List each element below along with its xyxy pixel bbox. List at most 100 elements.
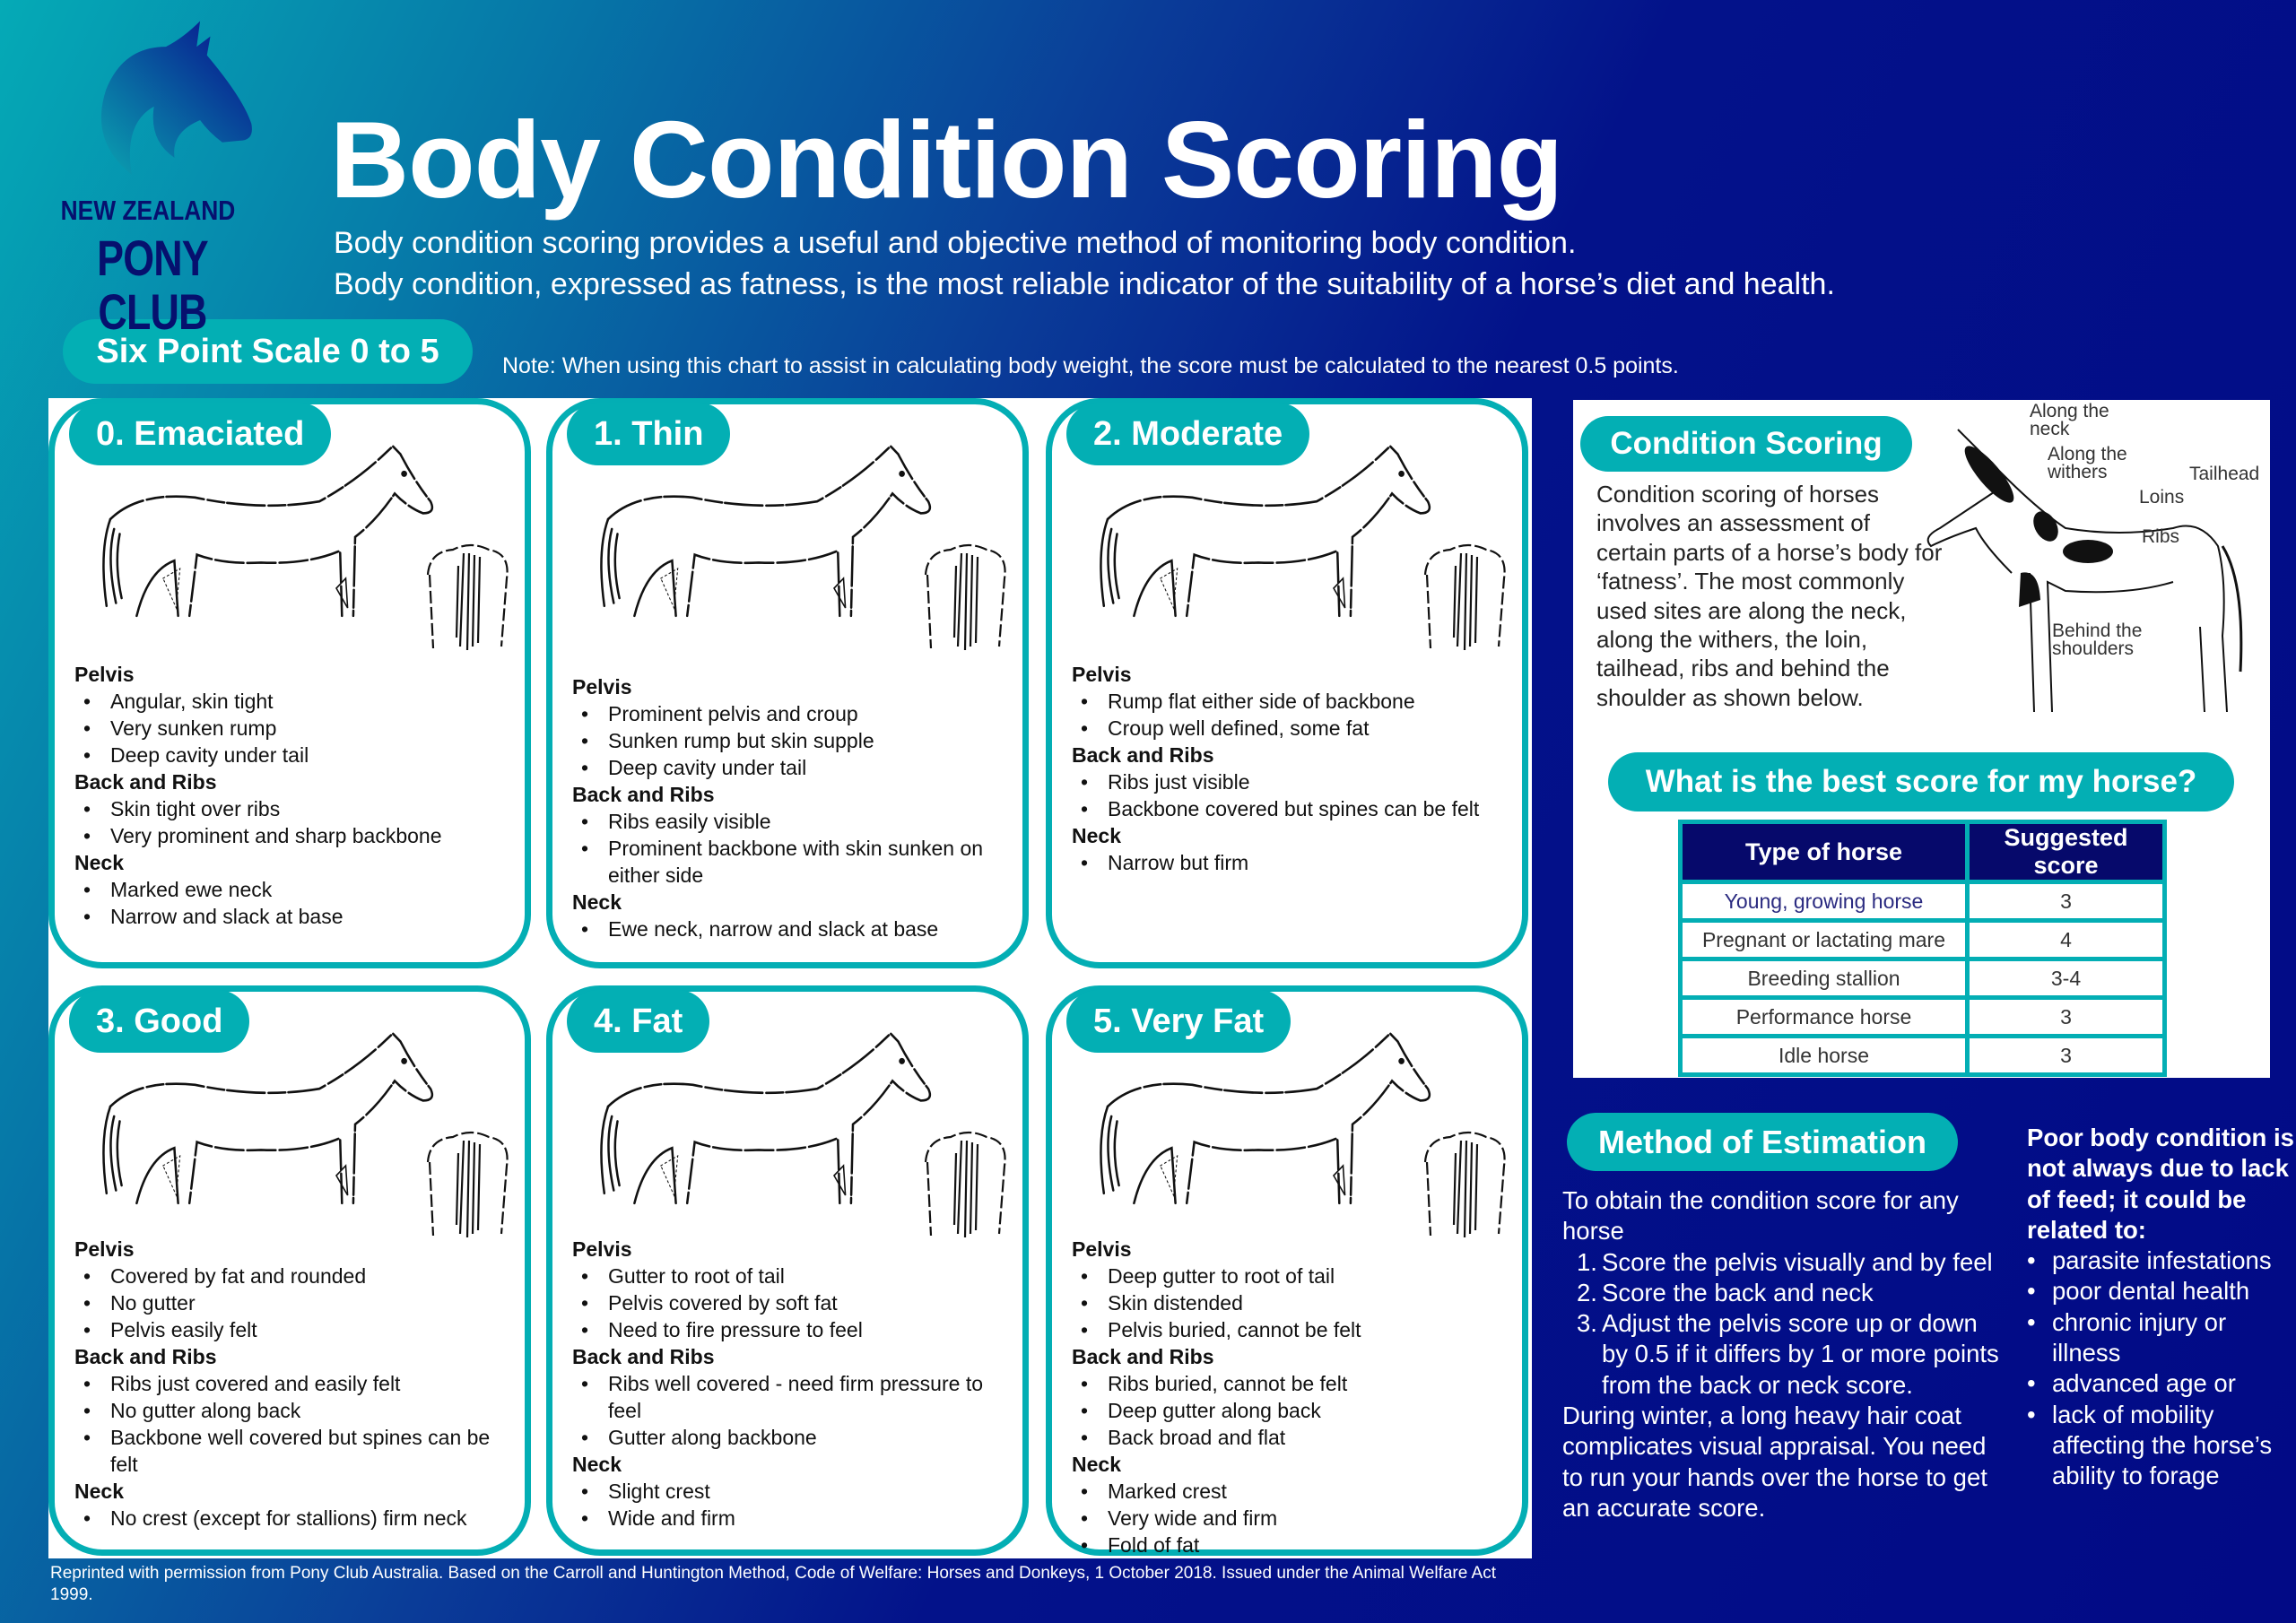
section-heading: Pelvis — [74, 1237, 135, 1261]
section-list: Marked crestVery wide and firmFold of fa… — [1072, 1478, 1506, 1558]
method-winter: During winter, a long heavy hair coat co… — [1562, 1402, 1987, 1522]
list-item: Deep gutter along back — [1072, 1397, 1506, 1424]
label-withers: Along the withers — [2048, 444, 2127, 482]
list-item: Fold of fat — [1072, 1532, 1506, 1558]
list-item: No crest (except for stallions) firm nec… — [74, 1505, 509, 1532]
score-card-details: PelvisRump flat either side of backboneC… — [1072, 661, 1506, 876]
list-item: Rump flat either side of backbone — [1072, 688, 1506, 715]
list-item: Very prominent and sharp backbone — [74, 822, 509, 849]
list-item: chronic injury or illness — [2027, 1307, 2296, 1369]
section-heading: Pelvis — [74, 663, 135, 686]
score-card: 2. ModeratePelvisRump flat either side o… — [1046, 398, 1528, 968]
label-ribs: Ribs — [2142, 526, 2180, 547]
list-item: Angular, skin tight — [74, 688, 509, 715]
scoring-sites-diagram: Along the neck Along the withers Loins T… — [1904, 401, 2272, 734]
score-card-title: 5. Very Fat — [1066, 990, 1292, 1053]
section-list: Ribs well covered - need firm pressure t… — [572, 1370, 1006, 1451]
list-item: Back broad and flat — [1072, 1424, 1506, 1451]
score-card: 3. GoodPelvisCovered by fat and roundedN… — [48, 985, 531, 1556]
score-card: 4. FatPelvisGutter to root of tailPelvis… — [546, 985, 1029, 1556]
logo-line-2: PONY CLUB — [97, 230, 209, 340]
section-list: Deep gutter to root of tailSkin distende… — [1072, 1263, 1506, 1343]
list-item: poor dental health — [2027, 1276, 2296, 1307]
section-heading: Pelvis — [1072, 1237, 1132, 1261]
section-list: Ribs just covered and easily feltNo gutt… — [74, 1370, 509, 1478]
method-step: 1.Score the pelvis visually and by feel — [1562, 1247, 2002, 1278]
list-item: Very wide and firm — [1072, 1505, 1506, 1532]
list-item: Ribs just visible — [1072, 768, 1506, 795]
method-text: To obtain the condition score for any ho… — [1562, 1185, 2002, 1523]
list-item: Marked crest — [1072, 1478, 1506, 1505]
horse-side-sketch-icon — [570, 1028, 947, 1225]
section-list: Skin tight over ribsVery prominent and s… — [74, 795, 509, 849]
horse-head-logo-icon — [100, 21, 252, 175]
list-item: Pelvis buried, cannot be felt — [1072, 1316, 1506, 1343]
section-heading: Pelvis — [572, 1237, 632, 1261]
section-heading: Neck — [74, 1480, 124, 1503]
list-item: No gutter — [74, 1289, 509, 1316]
list-item: Deep cavity under tail — [74, 742, 509, 768]
step-number: 3. — [1577, 1309, 1597, 1338]
footer-credit: Reprinted with permission from Pony Club… — [50, 1564, 1496, 1604]
score-card-title: 1. Thin — [567, 403, 731, 465]
horse-side-sketch-icon — [570, 440, 947, 638]
method-step: 2.Score the back and neck — [1562, 1278, 2002, 1308]
list-item: parasite infestations — [2027, 1245, 2296, 1277]
list-item: Ribs just covered and easily felt — [74, 1370, 509, 1397]
section-list: Ribs buried, cannot be feltDeep gutter a… — [1072, 1370, 1506, 1451]
score-card-title: 2. Moderate — [1066, 403, 1310, 465]
step-text: Score the back and neck — [1602, 1278, 1874, 1306]
step-number: 2. — [1577, 1278, 1597, 1306]
condition-scoring-text: Condition scoring of horses involves an … — [1596, 481, 1943, 711]
poor-condition: Poor body condition is not always due to… — [2027, 1123, 2296, 1492]
horse-side-sketch-icon — [73, 1028, 449, 1225]
list-item: No gutter along back — [74, 1397, 509, 1424]
note-text: Note: When using this chart to assist in… — [502, 353, 1679, 378]
section-list: Prominent pelvis and croupSunken rump bu… — [572, 700, 1006, 781]
list-item: Slight crest — [572, 1478, 1006, 1505]
best-score-title: What is the best score for my horse? — [1608, 752, 2234, 812]
section-list: Ribs easily visibleProminent backbone wi… — [572, 808, 1006, 889]
cell-score: 3-4 — [1970, 961, 2162, 995]
horse-side-sketch-icon — [1070, 440, 1447, 638]
header-type: Type of horse — [1683, 824, 1965, 880]
cell-score: 3 — [1970, 1000, 2162, 1034]
section-heading: Back and Ribs — [572, 783, 715, 806]
section-heading: Pelvis — [1072, 663, 1132, 686]
page-title: Body Condition Scoring — [330, 99, 1563, 221]
score-card-details: PelvisCovered by fat and roundedNo gutte… — [74, 1236, 509, 1532]
method-title: Method of Estimation — [1567, 1113, 1958, 1171]
cell-score: 3 — [1970, 1038, 2162, 1072]
list-item: Ribs buried, cannot be felt — [1072, 1370, 1506, 1397]
list-item: Pelvis easily felt — [74, 1316, 509, 1343]
cell-type: Idle horse — [1683, 1038, 1965, 1072]
horse-rear-sketch-icon — [915, 1126, 1013, 1243]
best-score-table: Type of horse Suggested score Young, gro… — [1678, 820, 2167, 1077]
label-neck: Along the neck — [2030, 401, 2109, 439]
list-item: Narrow but firm — [1072, 849, 1506, 876]
score-card: 1. ThinPelvisProminent pelvis and croupS… — [546, 398, 1029, 968]
section-heading: Pelvis — [572, 675, 632, 699]
horse-diagram-icon — [1926, 429, 2243, 713]
section-heading: Neck — [572, 1453, 622, 1476]
section-heading: Back and Ribs — [74, 770, 217, 794]
step-text: Adjust the pelvis score up or down by 0.… — [1602, 1309, 1999, 1399]
list-item: Narrow and slack at base — [74, 903, 509, 930]
list-item: Wide and firm — [572, 1505, 1006, 1532]
poor-condition-list: parasite infestationspoor dental healthc… — [2027, 1245, 2296, 1491]
section-list: Covered by fat and roundedNo gutterPelvi… — [74, 1263, 509, 1343]
list-item: Covered by fat and rounded — [74, 1263, 509, 1289]
cell-type: Young, growing horse — [1683, 884, 1965, 918]
score-card-details: PelvisDeep gutter to root of tailSkin di… — [1072, 1236, 1506, 1558]
section-heading: Back and Ribs — [572, 1345, 715, 1368]
section-list: Ewe neck, narrow and slack at base — [572, 916, 1006, 942]
section-list: Narrow but firm — [1072, 849, 1506, 876]
score-card: 0. EmaciatedPelvisAngular, skin tightVer… — [48, 398, 531, 968]
score-card-details: PelvisGutter to root of tailPelvis cover… — [572, 1236, 1006, 1532]
list-item: Skin distended — [1072, 1289, 1506, 1316]
